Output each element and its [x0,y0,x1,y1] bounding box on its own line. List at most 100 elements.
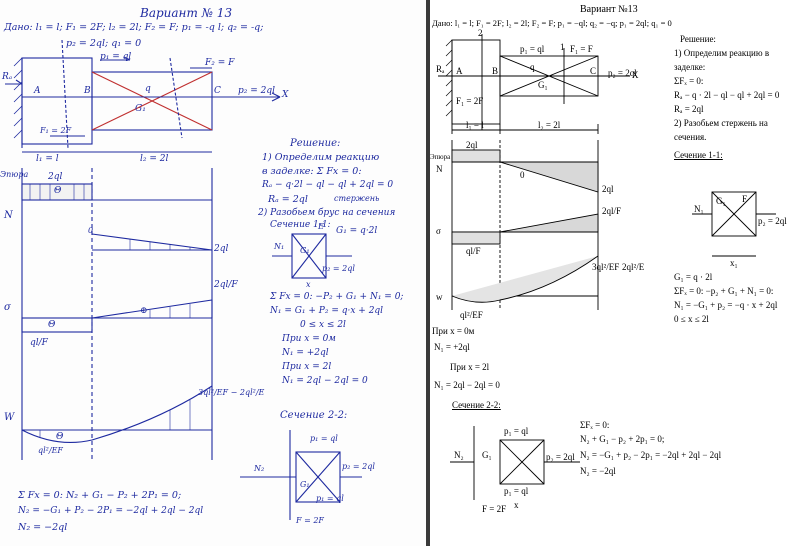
hw-load-p2: p₂ = 2ql [238,86,275,96]
hw-sigma-sign-r: ⊕ [140,306,148,316]
hw-eq-3: N₂ = −2ql [18,522,68,533]
hw-w-left: ql²/EF [38,446,63,455]
pr-mark-2: 2 [478,28,483,38]
pr-n-label: N [436,164,443,174]
pr-load-p1: p₁ = ql [520,44,545,54]
pr-sol-4: Rₐ − q · 2l − ql − ql + 2ql = 0 [674,90,780,100]
hw-sec1-n1: N₁ [274,242,285,251]
hw-sigma-right: 2ql/F [214,280,238,290]
hw-n-label: N [4,210,13,221]
hw-sol-10: 0 ≤ x ≤ 2l [300,320,346,330]
hw-sec1-p2: p₂ = 2ql [322,264,355,273]
pr-sec2-g1: G₁ [482,450,492,460]
handwritten-page: Вариант № 13 Дано: l₁ = l; F₁ = 2F; l₂ =… [0,6,404,533]
hw-sec2-p2: p₂ = 2ql [342,462,375,471]
hw-point-ra: Rₐ [2,72,13,82]
hw-sec2-n2: N₂ [254,464,265,473]
pr-load-g1: G₁ [538,80,548,90]
hw-load-q: q [145,84,151,94]
pr-given: Дано: l₁ = l; F₁ = 2F; l₂ = 2l; F₂ = F; … [432,18,672,28]
printed-drawing [438,34,776,500]
hw-sol-5: 2) Разобьем брус на сечения [258,208,396,218]
hw-sol-9: N₁ = G₁ + P₂ = q·x + 2ql [270,306,384,316]
hw-sol-6: Сечение 1-1: [270,220,331,230]
hw-point-x: X [282,90,289,100]
hw-sec2-f: F = 2F [296,516,324,525]
pr-eq-1: ΣFₓ = 0: [580,420,610,430]
hw-load-f1: F₁ = 2F [40,126,72,135]
pr-sec1-p2: p₂ = 2ql [758,216,787,226]
pr-sigma-label: σ [436,226,441,236]
pr-sec2-title: Сечение 2-2: [452,400,501,410]
pr-case-n1a: N₁ = +2ql [434,342,470,352]
pr-sol-10: ΣFₓ = 0: −p₂ + G₁ + N₁ = 0: [674,286,774,296]
hw-sol-8: Σ Fx = 0: −P₂ + G₁ + N₁ = 0; [270,292,404,302]
hw-sol-2: в заделке: Σ Fx = 0: [262,166,362,177]
pr-w-left: ql²/EF [460,310,483,320]
pr-sol-5: Rₐ = 2ql [674,104,704,114]
pr-n-zero: 0 [520,170,525,180]
pr-ep-label: Эпюра [430,153,451,161]
hw-ep-label: Эпюра [0,170,29,179]
hw-sol-4b: стержень [334,194,380,203]
pr-point-b: B [492,66,499,76]
pr-point-a: A [456,66,463,76]
hw-sigma-sign: Θ [48,320,56,330]
hw-point-b: B [84,86,91,96]
hw-n-sign: Θ [54,186,62,196]
section-1 [169,57,183,139]
pr-eq-3: N₂ = −G₁ + p₂ − 2p₁ = −2ql + 2ql − 2ql [580,450,722,460]
hw-point-c: C [214,86,221,96]
hw-sol-4: Rₐ = 2ql [268,194,308,205]
pr-sol-9: G₁ = q · 2l [674,272,713,282]
pr-case-x2l: При x = 2l [450,362,490,372]
pr-point-c: C [590,66,597,76]
hw-sec2-title: Сечение 2-2: [280,410,348,421]
hw-w-sign: Θ [56,432,64,442]
pr-eq-4: N₂ = −2ql [580,466,616,476]
pr-sec1-x: x₁ [730,258,738,268]
hw-title: Вариант № 13 [140,6,233,20]
hw-sec1-e: E [318,222,324,231]
hw-sigma-label: σ [4,302,11,313]
pr-case-x0: При x = 0м [432,326,475,336]
pr-n-left: 2ql [466,140,478,150]
hw-sol-3: Rₐ − q·2l − ql − ql + 2ql = 0 [262,180,394,190]
section-2 [61,39,69,149]
hw-len-1: l₁ = l [36,154,59,164]
hw-sigma-left: ql/F [30,338,48,348]
pr-beam-part-1 [451,39,501,125]
hw-sec2-p1b: p₁ = ql [316,494,344,503]
pr-w-label: w [436,292,443,302]
hw-sol-title: Решение: [290,138,341,149]
hw-n-zero: 0 [88,226,94,235]
beam-part-2 [91,71,213,131]
hw-given: Дано: l₁ = l; F₁ = 2F; l₂ = 2l; F₂ = F; … [4,22,264,33]
pr-sigma-right: 2ql/F [602,206,622,216]
hw-sol-7: G₁ = q·2l [336,226,378,236]
pr-sol-title: Решение: [680,34,716,44]
hw-n-right: 2ql [214,244,229,254]
pr-sec2-n2: N₂ [454,450,464,460]
hw-w-label: W [4,412,15,423]
pr-load-f1: F₁ = 2F [456,96,484,106]
pr-len-2: l₂ = 2l [538,120,561,130]
pr-sec2-f: F = 2F [482,504,507,514]
hw-sec2-p1: p₁ = ql [310,434,338,443]
hw-sol-12: N₁ = +2ql [282,348,329,358]
pr-point-ra: Rₐ [436,64,445,74]
hw-sec1-g1: G₁ [300,246,310,255]
hw-eq-1: Σ Fx = 0: N₂ + G₁ − P₂ + 2P₁ = 0; [18,490,182,501]
hw-load-f2: F₂ = F [205,58,235,68]
hw-eq-2: N₂ = −G₁ + P₂ − 2P₁ = −2ql + 2ql − 2ql [18,506,204,516]
hw-sol-11: При x = 0м [282,334,336,344]
pr-sec1-n1: N₁ [694,204,704,214]
pr-mark-1: 1 [560,42,565,52]
printed-page: Вариант №13 Дано: l₁ = l; F₁ = 2F; l₂ = … [430,0,800,546]
pr-sol-6: 2) Разобьем стержень на [674,118,768,128]
hw-sol-1: 1) Определим реакцию [262,152,380,163]
pr-sigma-left: ql/F [466,246,481,256]
pr-sol-8: Сечение 1-1: [674,150,723,160]
pr-len-1: l₁ = l [466,120,484,130]
handwritten-drawing [5,39,362,520]
